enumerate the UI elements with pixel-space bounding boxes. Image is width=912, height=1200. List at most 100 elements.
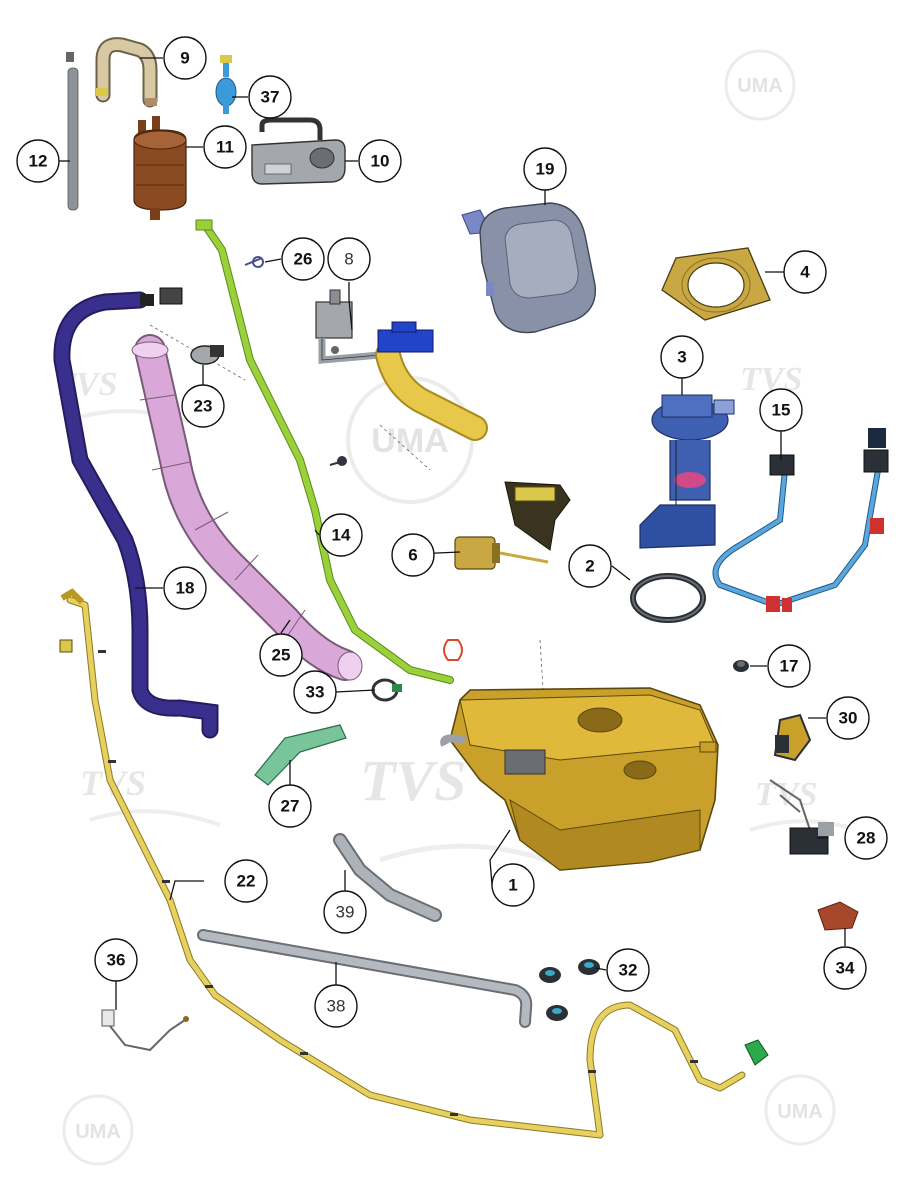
callout-25: 25	[259, 633, 303, 677]
callout-17: 17	[767, 644, 811, 688]
callout-27: 27	[268, 784, 312, 828]
callout-26: 26	[281, 237, 325, 281]
svg-text:10: 10	[371, 152, 390, 171]
callout-33: 33	[293, 670, 337, 714]
svg-text:UMA: UMA	[75, 1121, 121, 1143]
callout-9: 9	[163, 36, 207, 80]
part-12-vent-pipe	[66, 52, 79, 211]
svg-text:3: 3	[677, 348, 686, 367]
svg-text:UMA: UMA	[371, 422, 448, 460]
callout-34: 34	[823, 946, 867, 990]
part-clip-orange	[443, 639, 463, 661]
uma-watermark-top-right: UMA	[724, 49, 796, 121]
callout-14: 14	[319, 513, 363, 557]
svg-text:12: 12	[29, 152, 48, 171]
svg-text:38: 38	[327, 997, 346, 1016]
svg-text:30: 30	[839, 709, 858, 728]
svg-text:28: 28	[857, 829, 876, 848]
svg-text:11: 11	[216, 138, 234, 157]
callout-2: 2	[568, 544, 612, 588]
svg-text:1: 1	[508, 876, 517, 895]
part-39-hose	[333, 833, 442, 922]
svg-text:8: 8	[344, 250, 353, 269]
part-1-fuel-tank	[440, 687, 719, 871]
part-14-vent-hose	[195, 219, 454, 684]
callout-3: 3	[660, 335, 704, 379]
part-34-bracket	[817, 901, 859, 931]
svg-text:34: 34	[836, 959, 855, 978]
uma-watermark-bottom-left: UMA	[62, 1094, 134, 1166]
part-11-canister	[133, 116, 187, 220]
callout-18: 18	[163, 566, 207, 610]
callout-28: 28	[844, 816, 888, 860]
part-17-grommet	[733, 660, 749, 672]
part-10-canister-bracket	[251, 117, 346, 185]
part-bolt	[329, 456, 347, 466]
part-25-filler-pipe	[131, 334, 363, 681]
part-32-grommets	[539, 959, 600, 1021]
svg-text:22: 22	[237, 872, 256, 891]
callout-11: 11	[203, 125, 247, 169]
callout-39: 39	[323, 890, 367, 934]
part-3-fuel-pump-module	[639, 394, 735, 549]
tvs-watermark-center: TVS	[360, 748, 466, 813]
svg-text:17: 17	[780, 657, 799, 676]
svg-text:15: 15	[772, 401, 791, 420]
callout-1: 1	[491, 863, 535, 907]
callout-23: 23	[181, 384, 225, 428]
svg-text:9: 9	[180, 49, 189, 68]
part-33-hose-clamp	[371, 678, 402, 702]
svg-text:37: 37	[261, 88, 280, 107]
part-8-filler-neck	[315, 289, 488, 441]
callout-30: 30	[826, 696, 870, 740]
svg-text:33: 33	[306, 683, 325, 702]
part-37-check-valve	[215, 55, 237, 114]
part-26-clip	[244, 256, 264, 268]
part-38-pipe	[197, 929, 533, 1028]
callout-22: 22	[224, 859, 268, 903]
part-9-hose	[95, 37, 158, 108]
part-30-clip	[773, 713, 812, 762]
callout-19: 19	[523, 147, 567, 191]
callout-8: 8	[327, 237, 371, 281]
svg-text:2: 2	[585, 557, 594, 576]
svg-text:6: 6	[408, 546, 417, 565]
svg-text:4: 4	[800, 263, 810, 282]
part-23-hose-clamp	[190, 345, 224, 365]
uma-watermark-bottom-right: UMA	[764, 1074, 836, 1146]
part-6-fuel-level-sender	[454, 481, 571, 570]
svg-text:25: 25	[272, 646, 291, 665]
part-36-sensor-wire	[101, 1009, 189, 1052]
svg-text:23: 23	[194, 397, 213, 416]
part-19-access-cover	[461, 202, 597, 334]
callout-6: 6	[391, 533, 435, 577]
tvs-watermark-right-bottom: TVS	[755, 776, 817, 813]
part-28-wiring-harness	[769, 779, 834, 855]
svg-text:18: 18	[176, 579, 195, 598]
part-2-lock-ring	[630, 573, 706, 623]
callout-12: 12	[16, 139, 60, 183]
callout-10: 10	[358, 139, 402, 183]
svg-text:27: 27	[281, 797, 300, 816]
svg-text:UMA: UMA	[777, 1101, 823, 1123]
svg-text:39: 39	[336, 903, 355, 922]
svg-text:19: 19	[536, 160, 555, 179]
callout-15: 15	[759, 388, 803, 432]
svg-text:14: 14	[332, 526, 351, 545]
callout-4: 4	[783, 250, 827, 294]
part-15-fuel-line	[712, 428, 889, 612]
part-18-breather-hose	[53, 287, 219, 739]
svg-text:32: 32	[619, 961, 638, 980]
svg-text:26: 26	[294, 250, 313, 269]
svg-text:36: 36	[107, 951, 126, 970]
callout-32: 32	[606, 948, 650, 992]
part-4-pump-gasket	[661, 247, 771, 321]
part-27-seal-strip	[254, 724, 347, 786]
svg-text:UMA: UMA	[737, 75, 783, 97]
callout-36: 36	[94, 938, 138, 982]
part-22-fuel-line	[59, 588, 769, 1139]
callout-37: 37	[248, 75, 292, 119]
callout-38: 38	[314, 984, 358, 1028]
